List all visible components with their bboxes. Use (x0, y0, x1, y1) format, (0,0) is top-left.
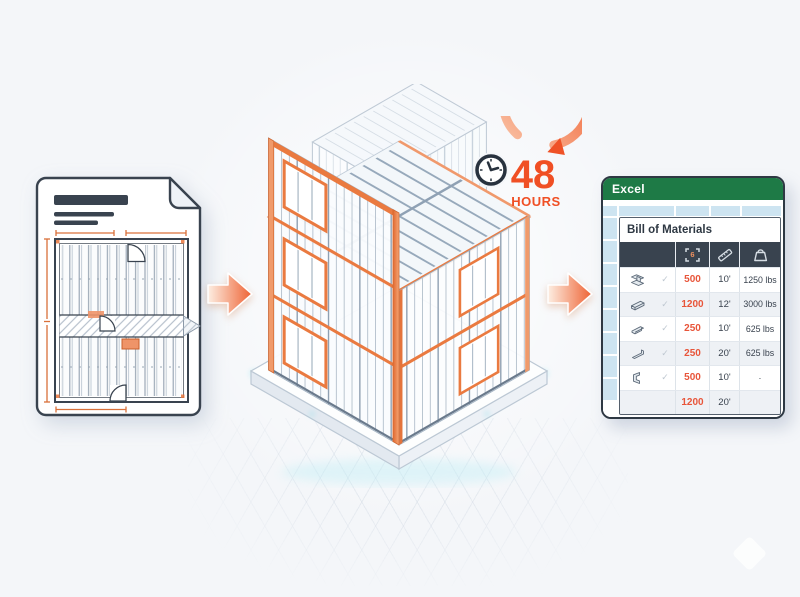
flow-arrow-right (547, 272, 593, 316)
weight-cell: 1250 lbs (743, 274, 777, 285)
right-wall-window-f1 (458, 323, 500, 397)
diamond-watermark (731, 535, 768, 572)
folded-corner (168, 176, 202, 210)
turnaround-badge: 48 HOURS (473, 116, 582, 209)
steel-framing-model (249, 84, 549, 485)
check-cell: ✓ (655, 366, 676, 390)
hours-value: 48 (511, 153, 556, 197)
right-corner-post (525, 216, 530, 373)
bom-title: Bill of Materials (620, 218, 780, 242)
weight-cell: 625 lbs (745, 348, 775, 359)
row-header-cell (603, 310, 617, 331)
length-cell: 10' (710, 366, 740, 390)
weight-cell: 3000 lbs (743, 299, 777, 310)
length-cell: 20' (710, 341, 740, 365)
profile-icon-c-channel (620, 366, 655, 390)
check-cell: ✓ (655, 292, 676, 316)
stud-wall-upper (61, 245, 182, 315)
flow-arrow-left (207, 272, 253, 316)
weight-cell: 625 lbs (745, 323, 775, 334)
check-cell: ✓ (655, 341, 676, 365)
column-header-cell (603, 206, 617, 216)
row-header-cell (603, 264, 617, 285)
row-header-cell (603, 356, 617, 377)
quantity-cell: 1200 (676, 292, 710, 316)
row-header-cell (603, 287, 617, 308)
corridor-hatch (59, 314, 201, 338)
check-cell: ✓ (655, 268, 676, 292)
column-header-cell (711, 206, 740, 216)
length-cell: 20' (710, 390, 740, 414)
excel-app-label: Excel (603, 178, 783, 200)
weight-cell (740, 391, 780, 415)
front-corner-post (392, 208, 400, 446)
check-cell: ✓ (655, 317, 676, 341)
clock-icon (473, 152, 509, 188)
hours-label: HOURS (511, 194, 560, 209)
circular-arrow (500, 116, 582, 155)
piece-count-icon: 6 (675, 242, 709, 267)
weight-cell: · (758, 372, 762, 383)
row-header-cell (603, 218, 617, 239)
left-wall-window-f2 (282, 236, 328, 312)
left-wall-top-track (268, 138, 399, 219)
quantity-cell: 1200 (676, 390, 710, 414)
column-header-cell (676, 206, 709, 216)
weight-icon (739, 242, 780, 267)
column-header-cell (619, 206, 674, 216)
quantity-cell: 250 (676, 317, 710, 341)
quantity-cell: 500 (676, 268, 710, 292)
excel-formula-strip (603, 200, 783, 206)
length-icon (709, 242, 739, 267)
left-wall-window-f3 (282, 158, 328, 234)
orange-plan-accents (56, 240, 185, 398)
profile-icon-angle (620, 342, 655, 366)
row-header-cell (603, 333, 617, 354)
length-cell: 10' (710, 268, 740, 292)
dimension-lines (44, 230, 187, 413)
quantity-cell: 250 (676, 341, 710, 365)
right-wall-window-f2 (458, 245, 500, 319)
profile-icon-i-beam (620, 268, 655, 292)
excel-row-headers (603, 216, 617, 417)
profile-icon-stud (620, 293, 655, 317)
length-cell: 12' (710, 292, 740, 316)
left-wall (268, 137, 400, 446)
right-wall (398, 215, 530, 446)
check-cell (655, 390, 676, 414)
excel-bom-panel: Excel Bill of Materials (601, 176, 785, 419)
profile-icon-empty (620, 391, 655, 415)
profile-icon-channel (620, 317, 655, 341)
door-swings (99, 243, 146, 402)
material-column-header (620, 242, 675, 267)
length-cell: 10' (710, 317, 740, 341)
blueprint-document (35, 176, 202, 417)
floor-plan (54, 238, 201, 403)
quantity-cell: 500 (676, 366, 710, 390)
left-wall-window-f1 (282, 314, 328, 390)
far-left-corner-post (268, 137, 275, 374)
bom-header-row: 6 (620, 242, 780, 267)
document-title-lines (54, 195, 128, 225)
excel-column-headers (603, 206, 783, 216)
bom-table: Bill of Materials 6 (619, 217, 781, 415)
row-header-cell (603, 241, 617, 262)
row-header-cell (603, 379, 617, 400)
column-header-cell (742, 206, 781, 216)
